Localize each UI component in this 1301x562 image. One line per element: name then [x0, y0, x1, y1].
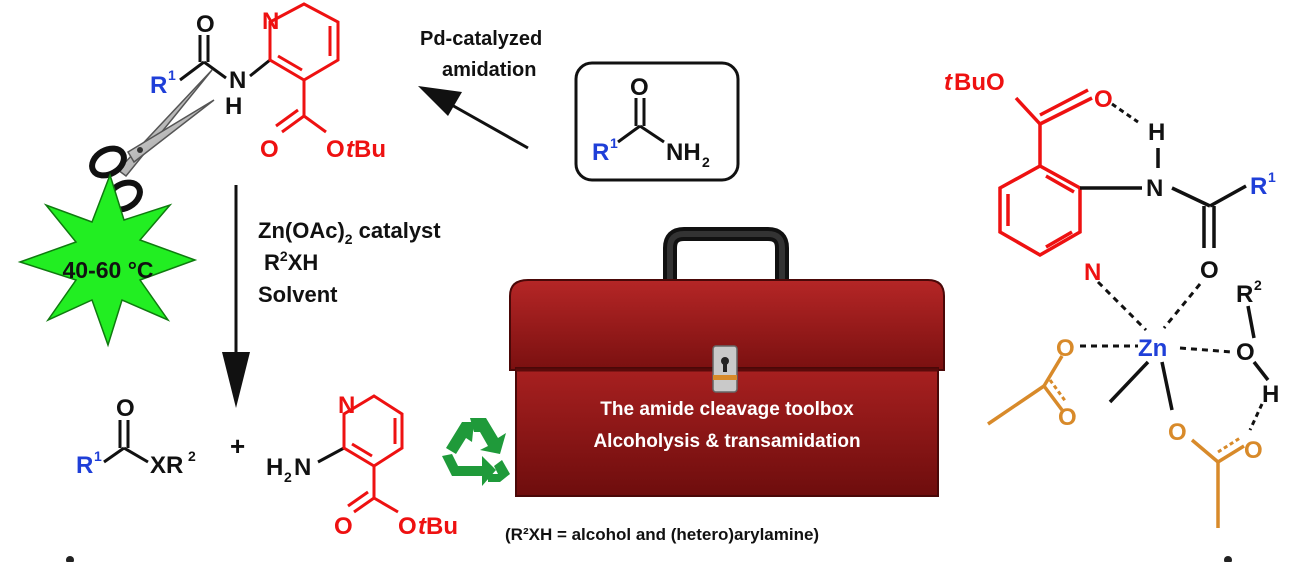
conditions-zn-sub: 2 — [345, 231, 353, 247]
substrate-otbu-t: t — [346, 136, 355, 163]
substrate-carbonyl-o: O — [196, 11, 215, 38]
recycle-icon — [442, 418, 510, 486]
substrate-r1: R — [150, 72, 167, 99]
product-ester: O R 1 XR 2 — [76, 395, 196, 479]
substrate-ring-n: N — [262, 8, 279, 35]
substrate-molecule: O R 1 N H N O O t Bu — [150, 2, 386, 163]
primary-amide-r1-sup: 1 — [610, 135, 618, 151]
temperature-starburst: 40-60 °C — [17, 172, 198, 348]
complex-r1: R — [1250, 173, 1267, 200]
complex-tbuo-bu: BuO — [954, 69, 1005, 96]
substrate-nh-h: H — [225, 93, 242, 120]
substrate-ester-o: O — [260, 136, 279, 163]
complex-h-top: H — [1148, 119, 1165, 146]
product-amine-h-sub: 2 — [284, 469, 292, 485]
conditions-label: Zn(OAc)2 catalyst R2XH Solvent — [258, 218, 441, 307]
complex-ring-n: N — [1084, 259, 1101, 286]
product-amine-h: H — [266, 454, 283, 481]
product-ester-r1: R — [76, 452, 93, 479]
product-amine-ring-n: N — [338, 392, 355, 419]
product-ester-o: O — [116, 395, 135, 422]
complex-acetate1-o1: O — [1056, 335, 1075, 362]
svg-text:R2XH: R2XH — [264, 248, 318, 275]
footnote: (R²XH = alcohol and (hetero)arylamine) — [505, 525, 819, 544]
pd-amidation-arrow: Pd-catalyzed amidation — [418, 28, 542, 150]
product-amine-otbu-bu: Bu — [426, 513, 458, 540]
conditions-r: R — [264, 250, 280, 275]
conditions-catalyst: catalyst — [353, 218, 442, 243]
complex-acetate2-o1: O — [1168, 419, 1187, 446]
primary-amide-nh-sub: 2 — [702, 154, 710, 170]
complex-r1-sup: 1 — [1268, 169, 1276, 185]
product-ester-xr-sup: 2 — [188, 448, 196, 464]
complex-r2-sup: 2 — [1254, 277, 1262, 293]
product-amine-n: N — [294, 454, 311, 481]
primary-amide-o: O — [630, 74, 649, 101]
product-amine-ester-o: O — [334, 513, 353, 540]
substrate-r1-sup: 1 — [168, 67, 176, 83]
product-amine: N H 2 N O O t Bu — [266, 392, 458, 540]
toolbox-subtitle: Alcoholysis & transamidation — [593, 431, 860, 452]
complex-ester-o: O — [1094, 86, 1113, 113]
zinc-complex: t BuO O H N R 1 O N Zn R 2 O H O O O O — [944, 69, 1279, 528]
toolbox-icon — [509, 227, 945, 497]
product-ester-xr: XR — [150, 452, 183, 479]
pd-label-line1: Pd-catalyzed — [420, 28, 542, 50]
product-ester-r1-sup: 1 — [94, 448, 102, 464]
conditions-r-sup: 2 — [280, 248, 288, 264]
conditions-xh: XH — [288, 250, 319, 275]
complex-r2: R — [1236, 281, 1253, 308]
complex-alc-h: H — [1262, 381, 1279, 408]
reaction-arrow-down — [222, 185, 250, 408]
substrate-otbu-o: O — [326, 136, 345, 163]
dot-right — [1224, 556, 1232, 562]
complex-acetate1-o2: O — [1058, 404, 1077, 431]
conditions-solvent: Solvent — [258, 282, 338, 307]
substrate-otbu-bu: Bu — [354, 136, 386, 163]
product-amine-otbu-t: t — [418, 513, 427, 540]
conditions-zn: Zn(OAc) — [258, 218, 345, 243]
complex-tbuo-t: t — [944, 69, 953, 96]
complex-acetate2-o2: O — [1244, 437, 1263, 464]
complex-nh-n: N — [1146, 175, 1163, 202]
complex-alc-o: O — [1236, 339, 1255, 366]
product-amine-otbu-o: O — [398, 513, 417, 540]
primary-amide-r1: R — [592, 139, 609, 166]
toolbox-title: The amide cleavage toolbox — [600, 399, 854, 420]
complex-zn: Zn — [1138, 335, 1167, 362]
pd-label-line2: amidation — [442, 59, 536, 81]
primary-amide-box: O R 1 NH 2 — [574, 61, 740, 182]
plus-sign: + — [230, 431, 245, 461]
primary-amide-nh: NH — [666, 139, 701, 166]
complex-amide-o: O — [1200, 257, 1219, 284]
dot-left — [66, 556, 74, 562]
substrate-nh-n: N — [229, 67, 246, 94]
temperature-label: 40-60 °C — [62, 257, 153, 283]
svg-text:Zn(OAc)2 catalyst: Zn(OAc)2 catalyst — [258, 218, 441, 247]
